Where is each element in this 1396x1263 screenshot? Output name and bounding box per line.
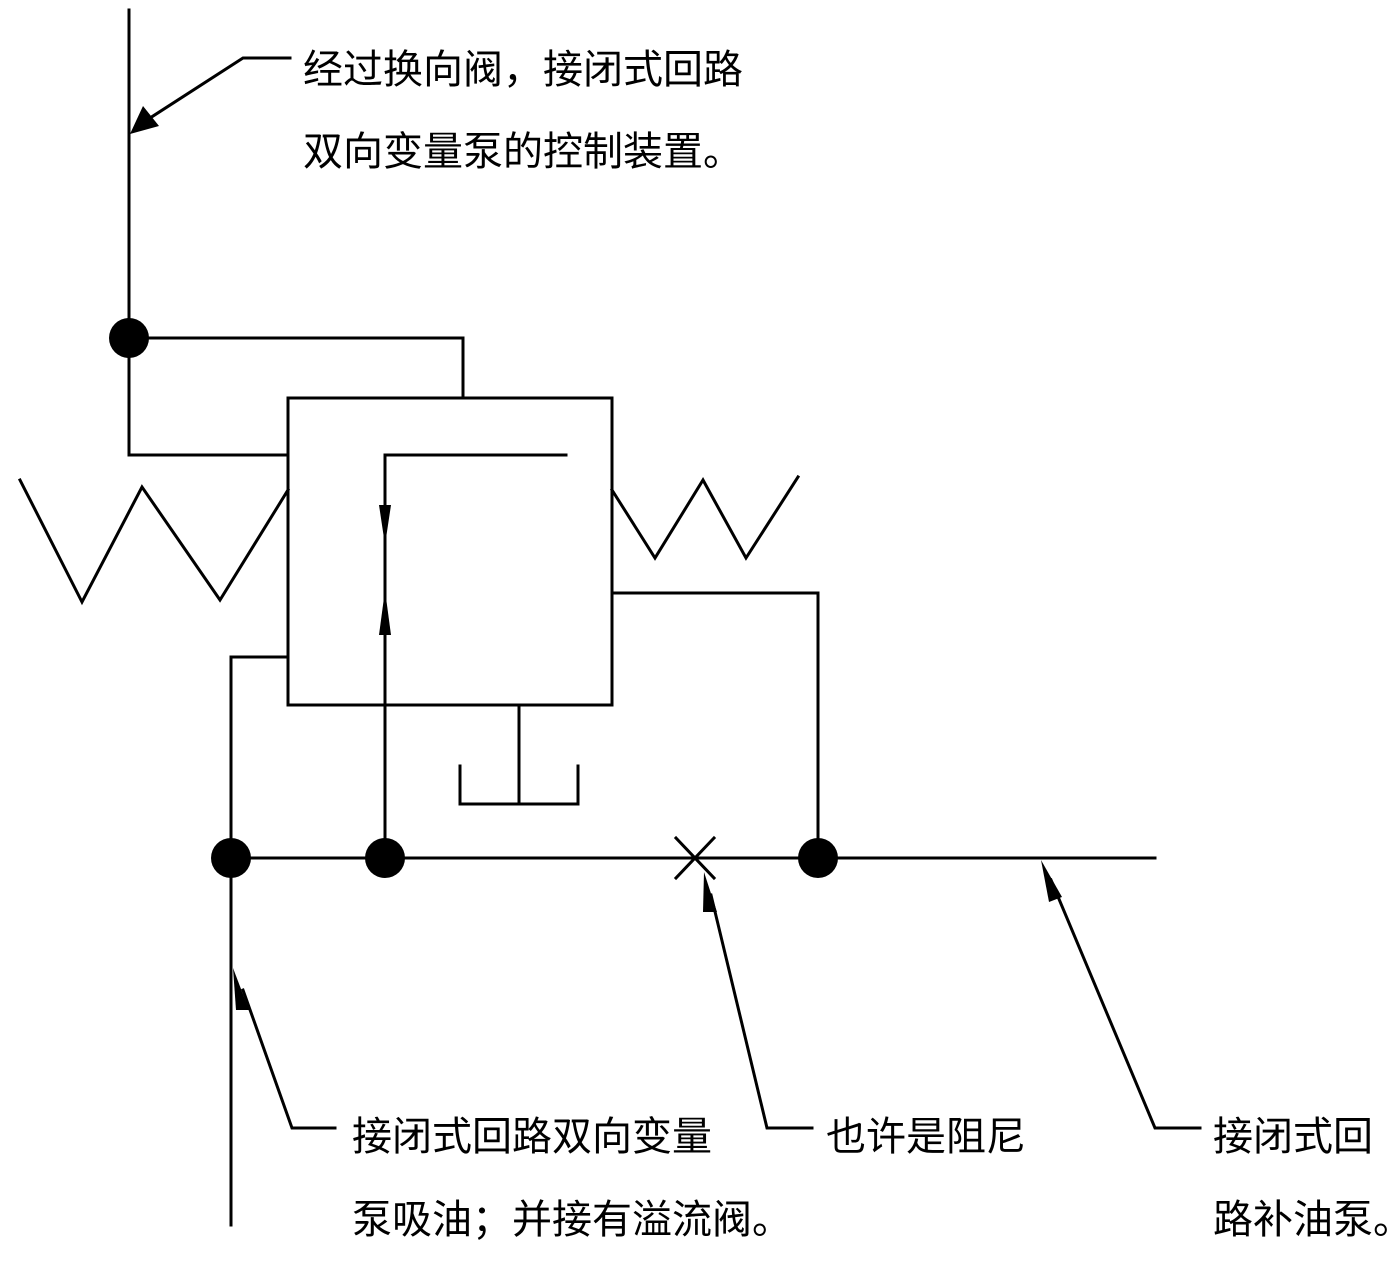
supply-line-left bbox=[229, 655, 290, 1227]
leader-bottom-mid-arrowhead bbox=[703, 872, 717, 912]
label-top-line1: 经过换向阀，接闭式回路 bbox=[303, 47, 743, 93]
junction-top bbox=[109, 318, 149, 358]
label-bottom-right-line2: 路补油泵。 bbox=[1213, 1197, 1396, 1243]
valve-internal-path bbox=[383, 453, 568, 860]
valve-body bbox=[286, 396, 614, 707]
leader-bottom-mid bbox=[709, 893, 814, 1130]
spring-left bbox=[17, 477, 291, 606]
feedback-line-right bbox=[610, 591, 820, 860]
label-bottom-left-line1: 接闭式回路双向变量 bbox=[352, 1114, 712, 1160]
leader-top bbox=[147, 56, 292, 121]
flow-arrow-up bbox=[379, 590, 391, 635]
junction-left bbox=[211, 838, 251, 878]
junction-right bbox=[798, 838, 838, 878]
damper-mark-b bbox=[673, 835, 717, 881]
leader-bottom-right bbox=[1049, 878, 1202, 1130]
control-branch-top bbox=[127, 336, 465, 400]
tank-symbol bbox=[458, 764, 580, 806]
label-bottom-mid: 也许是阻尼 bbox=[826, 1114, 1026, 1160]
junction-mid bbox=[365, 838, 405, 878]
label-bottom-left-line2: 泵吸油；并接有溢流阀。 bbox=[352, 1197, 792, 1243]
leader-top-arrowhead bbox=[130, 106, 159, 134]
label-top-line2: 双向变量泵的控制装置。 bbox=[303, 129, 743, 175]
spring-right bbox=[609, 474, 801, 561]
leader-bottom-right-arrowhead bbox=[1041, 860, 1062, 902]
label-bottom-right-line1: 接闭式回 bbox=[1213, 1114, 1373, 1160]
flow-arrow-down bbox=[379, 505, 391, 545]
leader-bottom-left bbox=[241, 988, 337, 1130]
leader-bottom-left-arrowhead bbox=[233, 968, 249, 1010]
